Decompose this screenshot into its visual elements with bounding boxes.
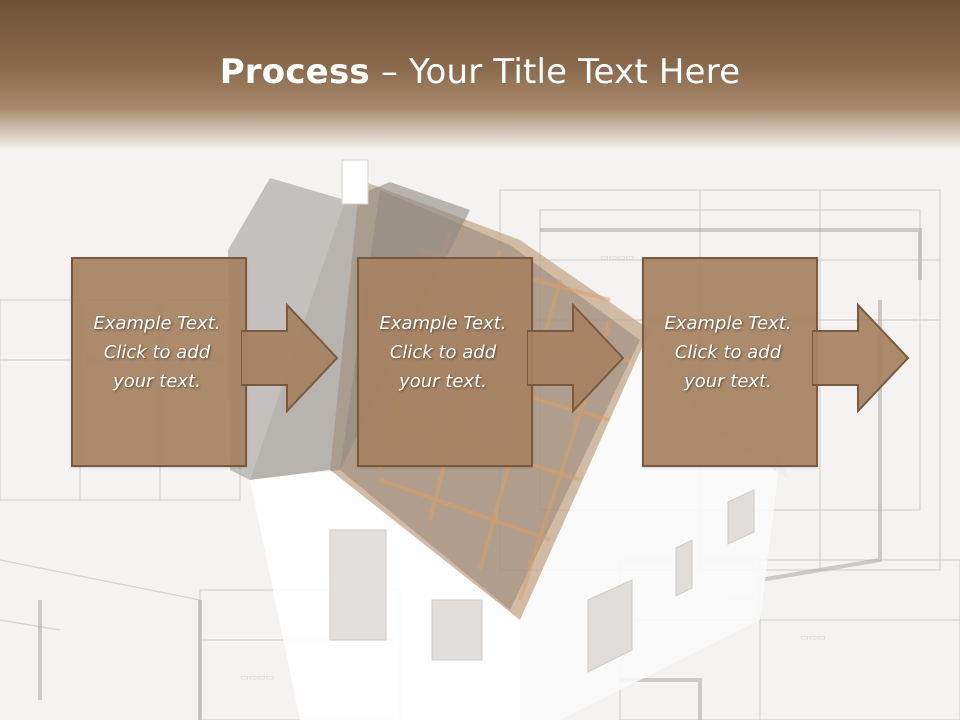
step-line-1: Example Text. [379,313,507,334]
slide-title[interactable]: Process – Your Title Text Here [0,52,960,92]
title-rest-text: – Your Title Text Here [369,52,741,92]
title-bar [0,0,960,150]
process-step-2[interactable]: Example Text. Click to add your text. [357,257,625,467]
svg-text:▭▭▭: ▭▭▭ [800,633,826,643]
step-line-1: Example Text. [664,313,792,334]
step-line-2: Click to add [389,342,497,363]
step-line-1: Example Text. [93,313,221,334]
step-line-3: your text. [113,371,201,392]
step-text[interactable]: Example Text. Click to add your text. [71,309,243,396]
step-text[interactable]: Example Text. Click to add your text. [642,309,814,396]
step-line-3: your text. [684,371,772,392]
arrow-right-icon [812,303,910,413]
arrow-right-icon [241,303,339,413]
step-line-3: your text. [399,371,487,392]
process-step-1[interactable]: Example Text. Click to add your text. [71,257,339,467]
process-box [642,257,818,467]
step-text[interactable]: Example Text. Click to add your text. [357,309,529,396]
step-line-2: Click to add [103,342,211,363]
process-box [357,257,533,467]
svg-text:▭▭▭▭: ▭▭▭▭ [600,253,634,263]
process-step-3[interactable]: Example Text. Click to add your text. [642,257,910,467]
svg-text:▭▭▭▭: ▭▭▭▭ [240,673,274,683]
arrow-right-icon [527,303,625,413]
step-line-2: Click to add [674,342,782,363]
title-bold-text: Process [219,52,370,92]
